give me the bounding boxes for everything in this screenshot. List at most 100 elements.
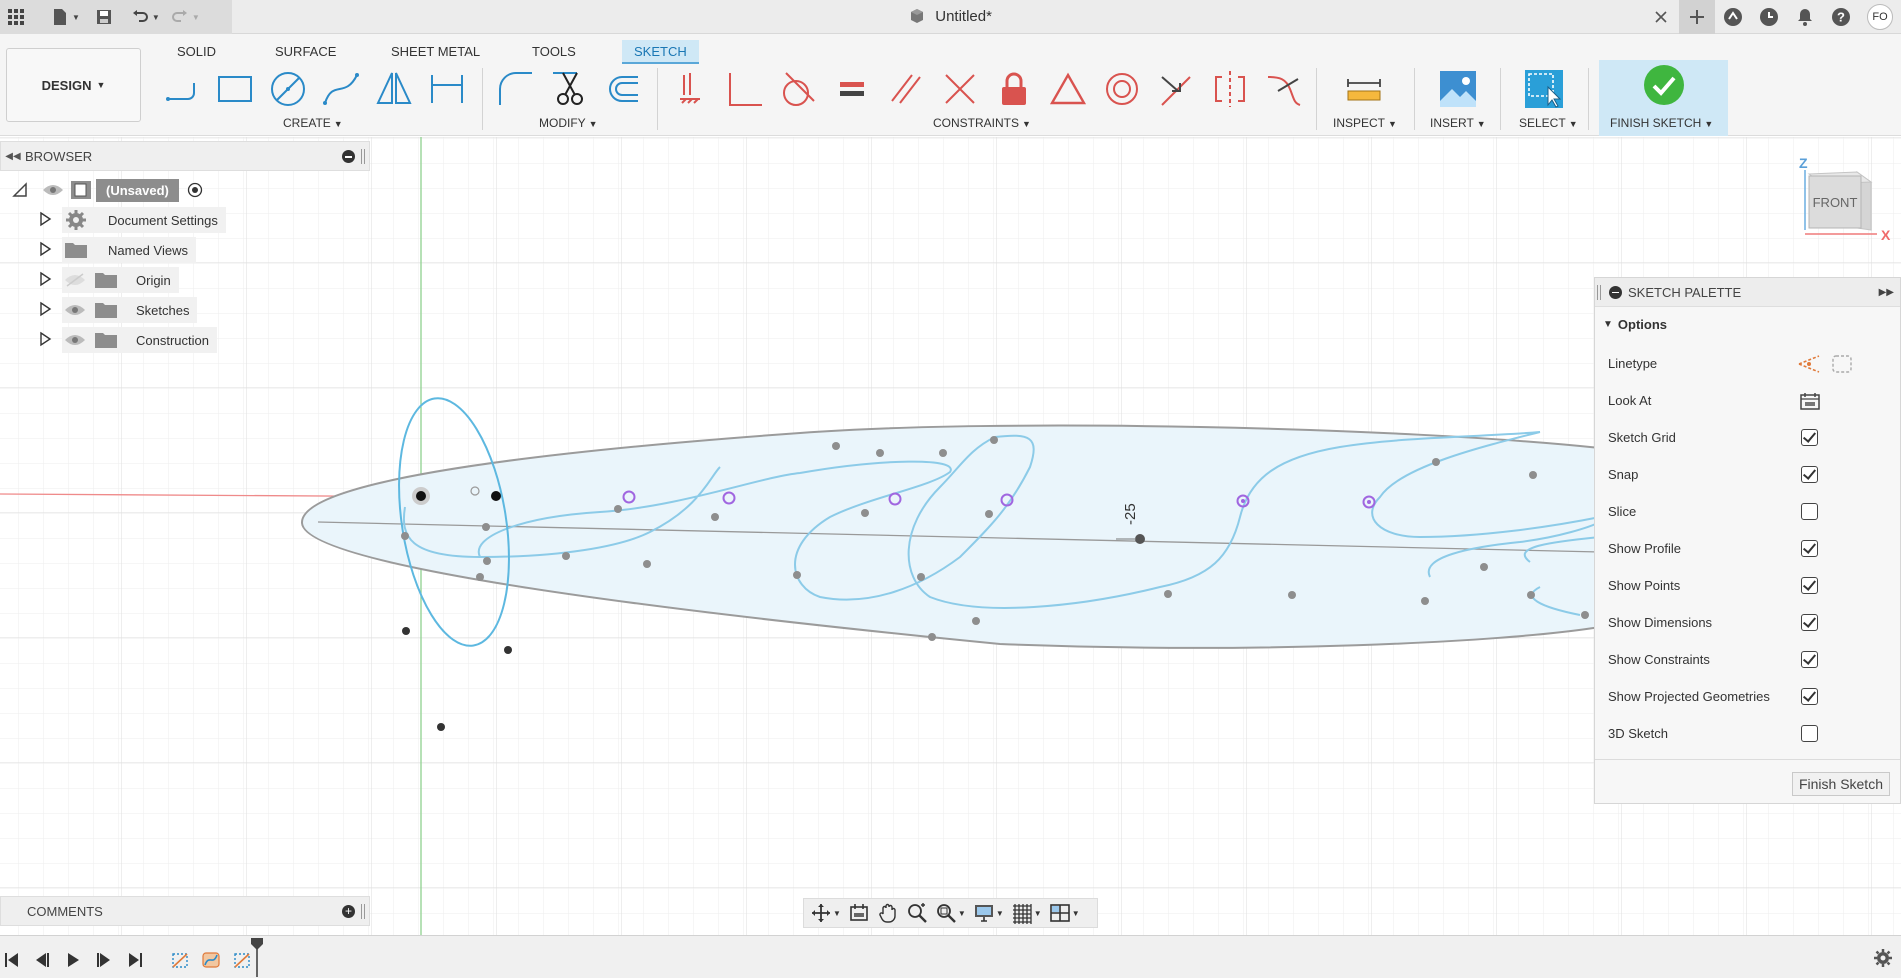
tangent-button[interactable] bbox=[776, 68, 820, 110]
orbit-button[interactable]: ▼ bbox=[810, 902, 841, 924]
expand-triangle-icon[interactable] bbox=[38, 241, 52, 257]
extensions-icon[interactable] bbox=[1715, 0, 1751, 34]
expanded-triangle-icon[interactable] bbox=[12, 182, 28, 198]
workspace-switcher-button[interactable]: DESIGN ▼ bbox=[6, 48, 141, 122]
job-status-clock-icon[interactable] bbox=[1751, 0, 1787, 34]
notifications-bell-icon[interactable] bbox=[1787, 0, 1823, 34]
redo-icon[interactable] bbox=[168, 5, 192, 29]
rectangle-tool-button[interactable] bbox=[213, 68, 257, 110]
timeline-feature-sketch-3[interactable] bbox=[232, 950, 252, 970]
parallel-button[interactable] bbox=[884, 68, 928, 110]
pan-button[interactable] bbox=[877, 902, 899, 924]
spline-tool-button[interactable] bbox=[319, 68, 363, 110]
spline-fit-points[interactable] bbox=[401, 436, 1589, 641]
finish-sketch-group[interactable]: FINISH SKETCH▼ bbox=[1599, 60, 1728, 136]
construction-linetype-icon[interactable] bbox=[1797, 354, 1821, 374]
look-at-icon[interactable] bbox=[1799, 391, 1821, 411]
viewports-button[interactable]: ▼ bbox=[1049, 902, 1080, 924]
tree-item-construction[interactable]: Construction bbox=[62, 327, 217, 353]
tab-tools[interactable]: TOOLS bbox=[532, 44, 576, 59]
expand-triangle-icon[interactable] bbox=[38, 271, 52, 287]
expand-triangle-icon[interactable] bbox=[38, 211, 52, 227]
expand-triangle-icon[interactable] bbox=[38, 331, 52, 347]
eye-hidden-icon[interactable] bbox=[64, 272, 86, 288]
help-icon[interactable]: ? bbox=[1823, 0, 1859, 34]
measure-button[interactable] bbox=[1342, 68, 1386, 110]
select-group-menu[interactable]: SELECT▼ bbox=[1519, 116, 1578, 130]
slice-checkbox[interactable] bbox=[1801, 503, 1818, 520]
file-dropdown-chevron-icon[interactable]: ▼ bbox=[72, 12, 80, 22]
tree-item-sketches[interactable]: Sketches bbox=[62, 297, 198, 323]
redo-dropdown-chevron-icon[interactable]: ▼ bbox=[191, 12, 200, 22]
tab-sheet-metal[interactable]: SHEET METAL bbox=[391, 44, 481, 59]
perpendicular-button[interactable] bbox=[938, 68, 982, 110]
browser-root-node[interactable]: (Unsaved) bbox=[12, 177, 203, 203]
coincident-fix-button[interactable] bbox=[668, 68, 712, 110]
finish-sketch-button[interactable]: Finish Sketch bbox=[1791, 772, 1890, 796]
show-profile-checkbox[interactable] bbox=[1801, 540, 1818, 557]
timeline-first-button[interactable] bbox=[2, 950, 22, 970]
timeline-marker[interactable] bbox=[250, 937, 264, 977]
panel-grip-icon[interactable] bbox=[1597, 285, 1601, 300]
offset-tool-button[interactable] bbox=[600, 68, 644, 110]
dimension-label[interactable]: -25 bbox=[1122, 503, 1139, 525]
undo-icon[interactable] bbox=[128, 5, 152, 29]
constraints-group-menu[interactable]: CONSTRAINTS▼ bbox=[933, 116, 1031, 130]
tree-item-origin[interactable]: Origin bbox=[62, 267, 179, 293]
zoom-button[interactable] bbox=[906, 902, 928, 924]
inspect-group-menu[interactable]: INSPECT▼ bbox=[1333, 116, 1397, 130]
eye-icon[interactable] bbox=[42, 182, 64, 198]
show-projected-geometries-checkbox[interactable] bbox=[1801, 688, 1818, 705]
show-constraints-checkbox[interactable] bbox=[1801, 651, 1818, 668]
dimension-anchor-point[interactable] bbox=[1135, 534, 1145, 544]
collapse-palette-icon[interactable] bbox=[1609, 285, 1622, 299]
timeline-next-button[interactable] bbox=[94, 950, 114, 970]
equal-button[interactable] bbox=[830, 68, 874, 110]
timeline-feature-sketch-2[interactable] bbox=[201, 950, 221, 970]
fix-lock-button[interactable] bbox=[992, 68, 1036, 110]
mirror-tool-button[interactable] bbox=[372, 68, 416, 110]
add-comment-icon[interactable]: + bbox=[342, 905, 355, 918]
eye-icon[interactable] bbox=[64, 302, 86, 318]
insert-group-menu[interactable]: INSERT▼ bbox=[1430, 116, 1486, 130]
timeline-play-button[interactable] bbox=[63, 950, 83, 970]
3d-sketch-checkbox[interactable] bbox=[1801, 725, 1818, 742]
eye-icon[interactable] bbox=[64, 332, 86, 348]
collapse-left-icon[interactable]: ◀◀ bbox=[5, 150, 21, 162]
tree-item-document-settings[interactable]: Document Settings bbox=[62, 207, 226, 233]
panel-grip-icon[interactable] bbox=[361, 149, 365, 164]
sketch-grid-checkbox[interactable] bbox=[1801, 429, 1818, 446]
insert-image-button[interactable] bbox=[1436, 68, 1480, 110]
save-icon[interactable] bbox=[92, 5, 116, 29]
timeline-previous-button[interactable] bbox=[32, 950, 52, 970]
tab-surface[interactable]: SURFACE bbox=[275, 44, 337, 59]
centerline-linetype-icon[interactable] bbox=[1831, 354, 1853, 374]
fillet-tool-button[interactable] bbox=[494, 68, 538, 110]
front-face[interactable] bbox=[1808, 175, 1862, 229]
sketch-ellipse[interactable] bbox=[383, 390, 525, 653]
timeline-settings-gear-icon[interactable] bbox=[1873, 948, 1893, 968]
undo-dropdown-chevron-icon[interactable]: ▼ bbox=[151, 12, 160, 22]
collapse-panel-icon[interactable] bbox=[342, 150, 355, 163]
tab-sketch[interactable]: SKETCH bbox=[622, 40, 699, 64]
ellipse-axis-point[interactable] bbox=[491, 491, 501, 501]
triangle-constraint-button[interactable] bbox=[1046, 68, 1090, 110]
timeline-feature-sketch-1[interactable] bbox=[170, 950, 190, 970]
design-canvas[interactable]: -25 bbox=[0, 137, 1901, 935]
concentric-button[interactable] bbox=[1100, 68, 1144, 110]
outer-profile-ellipse[interactable] bbox=[300, 424, 1601, 649]
display-settings-button[interactable]: ▼ bbox=[973, 902, 1004, 924]
options-section-header[interactable]: ▼ Options bbox=[1595, 307, 1900, 341]
app-grid-icon[interactable] bbox=[4, 5, 28, 29]
expand-triangle-icon[interactable] bbox=[38, 301, 52, 317]
trim-tool-button[interactable] bbox=[547, 68, 591, 110]
fit-button[interactable]: ▼ bbox=[935, 902, 966, 924]
grid-settings-button[interactable]: ▼ bbox=[1011, 902, 1042, 924]
view-cube[interactable]: Z X FRONT bbox=[1795, 150, 1895, 250]
panel-grip-icon[interactable] bbox=[361, 904, 365, 919]
line-tool-button[interactable] bbox=[160, 68, 204, 110]
midpoint-button[interactable] bbox=[1154, 68, 1198, 110]
select-button[interactable] bbox=[1522, 68, 1566, 110]
sketch-spline-curve[interactable] bbox=[402, 431, 1601, 616]
modify-group-menu[interactable]: MODIFY▼ bbox=[539, 116, 598, 130]
